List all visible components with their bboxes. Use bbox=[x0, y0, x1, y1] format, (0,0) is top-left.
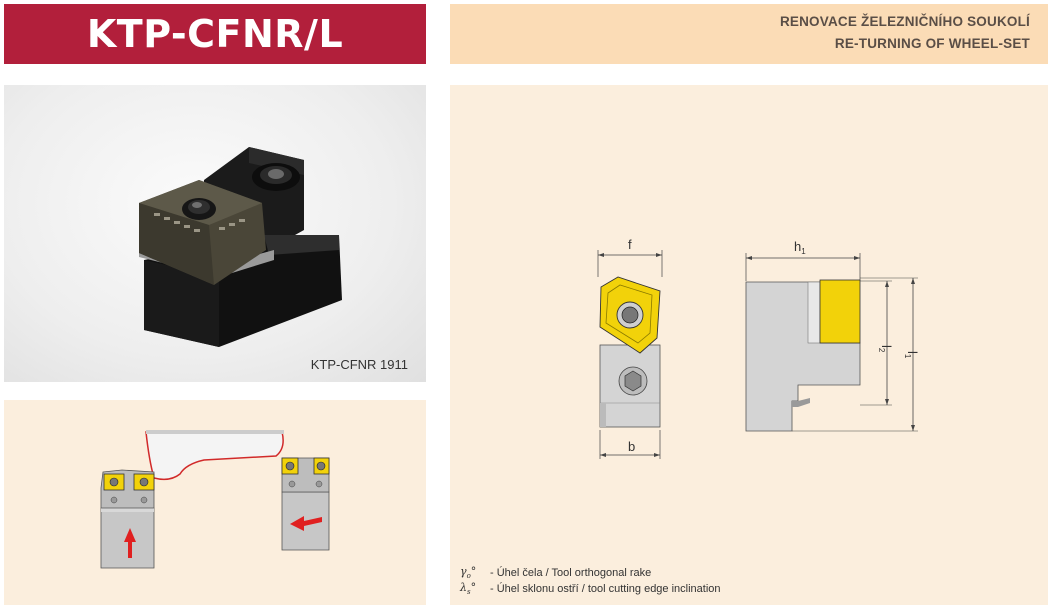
technical-drawing: f b bbox=[450, 85, 1048, 605]
dim-f-label: f bbox=[628, 237, 632, 252]
dimension-drawing: f b bbox=[597, 237, 920, 459]
side-view: h1 l2 l1 bbox=[745, 239, 920, 432]
gamma-symbol: γo° bbox=[460, 565, 477, 581]
legend-row-rake: γo° - Úhel čela / Tool orthogonal rake bbox=[460, 565, 721, 581]
angle-legend: γo° - Úhel čela / Tool orthogonal rake λ… bbox=[460, 565, 721, 597]
lambda-symbol: λs° bbox=[460, 581, 477, 597]
application-scheme bbox=[4, 400, 426, 605]
dim-h1-label: h1 bbox=[794, 239, 806, 256]
dim-l1-label: l1 bbox=[903, 351, 920, 359]
product-photo: KTP-CFNR 1911 bbox=[4, 85, 426, 382]
dim-b-label: b bbox=[628, 439, 635, 454]
dim-l2-label: l2 bbox=[877, 345, 894, 353]
right-tool bbox=[281, 457, 330, 551]
subtitle-banner: RENOVACE ŽELEZNIČNÍHO SOUKOLÍ RE-TURNING… bbox=[450, 4, 1048, 64]
subtitle-english: RE-TURNING OF WHEEL-SET bbox=[834, 36, 1030, 51]
left-tool bbox=[100, 469, 155, 569]
product-title: KTP-CFNR/L bbox=[4, 4, 426, 64]
tool-holder-render bbox=[139, 147, 342, 347]
legend-row-inclination: λs° - Úhel sklonu ostří / tool cutting e… bbox=[460, 581, 721, 597]
subtitle-czech: RENOVACE ŽELEZNIČNÍHO SOUKOLÍ bbox=[779, 14, 1030, 29]
photo-caption: KTP-CFNR 1911 bbox=[310, 357, 408, 372]
front-view: f b bbox=[597, 237, 663, 459]
feed-arrow-up bbox=[124, 528, 136, 558]
wheel-turning-diagram bbox=[100, 430, 330, 569]
legend-text-inclination: - Úhel sklonu ostří / tool cutting edge … bbox=[490, 583, 721, 595]
feed-arrow-left bbox=[290, 516, 322, 531]
legend-text-rake: - Úhel čela / Tool orthogonal rake bbox=[490, 567, 652, 579]
